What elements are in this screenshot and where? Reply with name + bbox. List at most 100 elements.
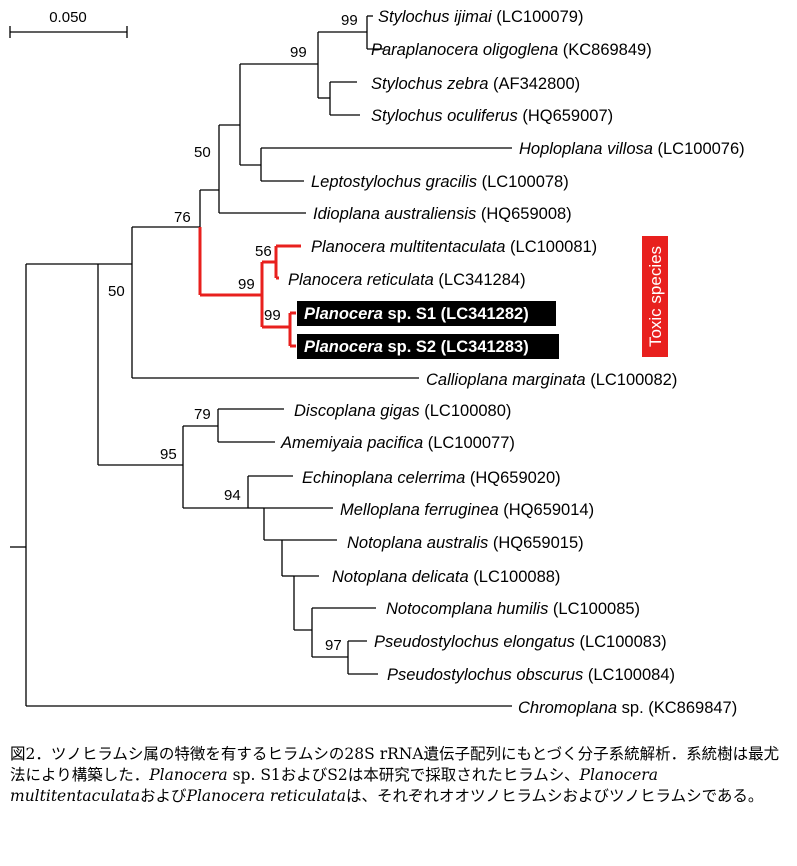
taxon-species: Planocera reticulata <box>288 271 434 289</box>
caption-text: および <box>140 787 187 805</box>
taxon-accession: (LC100078) <box>477 173 569 191</box>
taxon-label: Pseudostylochus obscurus (LC100084) <box>387 666 675 684</box>
taxon-accession: (LC100076) <box>653 140 745 158</box>
taxon-species: Pseudostylochus elongatus <box>374 633 575 651</box>
bootstrap-value: 94 <box>224 487 241 504</box>
taxon-label: Planocera multitentaculata (LC100081) <box>311 238 597 256</box>
taxon-accession: (LC100083) <box>575 633 667 651</box>
taxon-accession: (LC100079) <box>492 8 584 26</box>
scale-bar-label: 0.050 <box>49 9 87 26</box>
bootstrap-value: 76 <box>174 209 191 226</box>
taxon-label: Planocera sp. S2 (LC341283) <box>304 338 529 356</box>
caption-text: は、それぞれオオツノヒラムシおよびツノヒラムシである。 <box>346 787 764 805</box>
taxon-accession: (HQ659008) <box>476 205 571 223</box>
taxon-species: Chromoplana <box>518 699 617 717</box>
figure-caption: 図2．ツノヒラムシ属の特徴を有するヒラムシの28S rRNA遺伝子配列にもとづく… <box>10 744 790 807</box>
taxon-species: Amemiyaia pacifica <box>280 434 423 452</box>
taxon-labels: Stylochus ijimai (LC100079) Paraplanocera… <box>280 8 745 717</box>
taxon-accession: (AF342800) <box>488 75 580 93</box>
taxon-suffix: sp. S1 <box>383 305 436 323</box>
taxon-suffix: sp. S2 <box>383 338 436 356</box>
taxon-label: Hoploplana villosa (LC100076) <box>519 140 745 158</box>
taxon-species: Pseudostylochus obscurus <box>387 666 583 684</box>
taxon-species: Notoplana australis <box>347 534 488 552</box>
taxon-species: Idioplana australiensis <box>313 205 476 223</box>
caption-species: Planocera multitentaculata <box>10 766 658 805</box>
toxic-species-label: Toxic species <box>646 246 665 347</box>
caption-text: sp. S1およびS2は本研究で採取されたヒラムシ、 <box>227 766 580 784</box>
taxon-species: Discoplana gigas <box>294 402 420 420</box>
taxon-accession: (LC341283) <box>436 338 529 356</box>
taxon-label: Amemiyaia pacifica (LC100077) <box>280 434 515 452</box>
taxon-accession: (HQ659015) <box>488 534 583 552</box>
taxon-species: Leptostylochus gracilis <box>311 173 477 191</box>
taxon-label: Callioplana marginata (LC100082) <box>426 371 677 389</box>
taxon-label: Chromoplana sp. (KC869847) <box>518 699 737 717</box>
phylogenetic-tree: 0.050 <box>9 8 745 717</box>
caption-species: Planocera <box>149 766 228 784</box>
bootstrap-value: 50 <box>194 144 211 161</box>
bootstrap-value: 56 <box>255 243 272 260</box>
taxon-species: Callioplana marginata <box>426 371 586 389</box>
bootstrap-value: 50 <box>108 283 125 300</box>
taxon-label: Leptostylochus gracilis (LC100078) <box>311 173 569 191</box>
taxon-species: Melloplana ferruginea <box>340 501 499 519</box>
caption-text: 図2．ツノヒラムシ属の特徴を有するヒラムシの28S rRNA遺伝子配列にもとづく… <box>10 745 780 784</box>
taxon-label: Paraplanocera oligoglena (KC869849) <box>371 41 652 59</box>
caption-species: Planocera reticulata <box>186 787 347 805</box>
taxon-label: Pseudostylochus elongatus (LC100083) <box>374 633 667 651</box>
taxon-species: Planocera <box>304 338 383 356</box>
toxic-clade-branches <box>198 227 301 348</box>
taxon-suffix: sp. <box>617 699 644 717</box>
taxon-accession: (LC341284) <box>434 271 526 289</box>
taxon-accession: (HQ659014) <box>499 501 594 519</box>
taxon-label: Melloplana ferruginea (HQ659014) <box>340 501 594 519</box>
taxon-label: Stylochus zebra (AF342800) <box>371 75 580 93</box>
taxon-label: Notoplana delicata (LC100088) <box>332 568 560 586</box>
bootstrap-values: 99 99 50 76 50 56 99 99 79 95 94 97 <box>108 12 358 654</box>
highlight-box-s2 <box>297 334 559 359</box>
taxon-label: Echinoplana celerrima (HQ659020) <box>302 469 561 487</box>
highlight-box-s1 <box>297 301 556 326</box>
taxon-label: Stylochus ijimai (LC100079) <box>378 8 583 26</box>
bootstrap-value: 99 <box>238 276 255 293</box>
taxon-label: Discoplana gigas (LC100080) <box>294 402 511 420</box>
taxon-label: Planocera reticulata (LC341284) <box>288 271 526 289</box>
taxon-species: Stylochus ijimai <box>378 8 493 26</box>
taxon-accession: (LC100082) <box>586 371 678 389</box>
taxon-accession: (LC100085) <box>548 600 640 618</box>
bootstrap-value: 99 <box>341 12 358 29</box>
taxon-label: Idioplana australiensis (HQ659008) <box>313 205 572 223</box>
taxon-accession: (LC100088) <box>469 568 561 586</box>
taxon-species: Stylochus oculiferus <box>371 107 518 125</box>
taxon-accession: (LC100077) <box>423 434 515 452</box>
taxon-accession: (HQ659020) <box>465 469 560 487</box>
taxon-accession: (KC869847) <box>644 699 738 717</box>
taxon-species: Notocomplana humilis <box>386 600 548 618</box>
taxon-accession: (LC100084) <box>583 666 675 684</box>
tree-branches <box>10 15 512 707</box>
bootstrap-value: 95 <box>160 446 177 463</box>
bootstrap-value: 99 <box>290 44 307 61</box>
taxon-accession: (LC341282) <box>436 305 529 323</box>
taxon-species: Notoplana delicata <box>332 568 469 586</box>
taxon-label: Planocera sp. S1 (LC341282) <box>304 305 529 323</box>
taxon-species: Planocera <box>304 305 383 323</box>
taxon-label: Notoplana australis (HQ659015) <box>347 534 584 552</box>
bootstrap-value: 99 <box>264 307 281 324</box>
taxon-accession: (LC100080) <box>420 402 512 420</box>
taxon-species: Paraplanocera oligoglena <box>371 41 558 59</box>
taxon-accession: (HQ659007) <box>518 107 613 125</box>
taxon-label: Stylochus oculiferus (HQ659007) <box>371 107 613 125</box>
scale-bar: 0.050 <box>9 9 128 38</box>
taxon-accession: (KC869849) <box>558 41 652 59</box>
taxon-label: Notocomplana humilis (LC100085) <box>386 600 640 618</box>
taxon-species: Echinoplana celerrima <box>302 469 465 487</box>
taxon-species: Planocera multitentaculata <box>311 238 505 256</box>
taxon-species: Hoploplana villosa <box>519 140 653 158</box>
taxon-accession: (LC100081) <box>505 238 597 256</box>
taxon-species: Stylochus zebra <box>371 75 488 93</box>
bootstrap-value: 97 <box>325 637 342 654</box>
bootstrap-value: 79 <box>194 406 211 423</box>
toxic-species-badge: Toxic species <box>642 236 668 357</box>
